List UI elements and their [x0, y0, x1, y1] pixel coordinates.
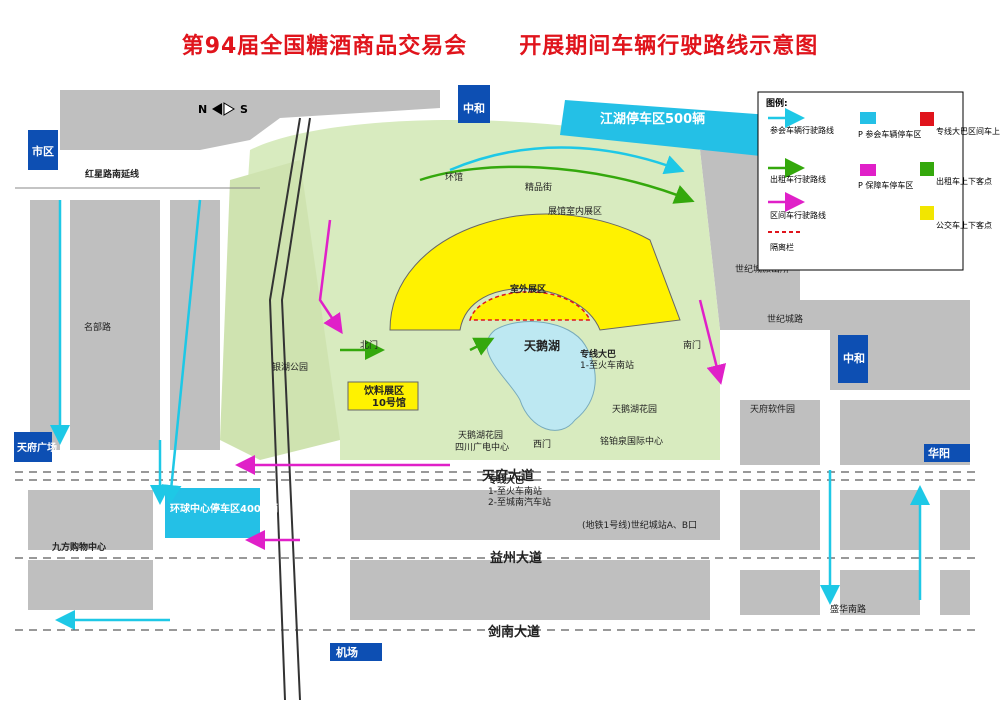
sign-shiqu-label: 市区	[32, 144, 54, 158]
sign-jichang	[330, 643, 382, 661]
label-jiannan: 剑南大道	[487, 624, 540, 640]
label-metro-shijicheng: (地铁1号线)世纪城站A、B口	[582, 519, 697, 531]
block-ci2	[840, 490, 920, 550]
hall-fan	[389, 213, 681, 331]
yinhu-park-area	[220, 160, 340, 460]
label-huanqiu-parking: 环球中心停车区4000辆	[170, 502, 278, 515]
block-ci	[740, 490, 820, 550]
sign-zhonghe-top	[458, 85, 490, 123]
title-sub: 开展期间车辆行驶路线示意图	[519, 34, 819, 59]
label-drink-hall-no: 10号馆	[372, 396, 406, 409]
label-jiufang: 九方购物中心	[51, 541, 106, 553]
label-express2-desc1: 1-至火车南站	[488, 485, 542, 497]
legend: 图例: 参会车辆行驶路线 P 参会车辆停车区 专线大巴区间车上下客点 出租车行驶…	[757, 91, 1000, 271]
legend-title: 图例:	[766, 97, 788, 109]
block-jiufang	[28, 560, 153, 610]
label-inner-hall: 展馆室内展区	[548, 205, 602, 217]
block-ci3	[740, 570, 820, 615]
sign-zhonghe-right-label: 中和	[843, 351, 865, 365]
label-tianehu-park1: 天鹅湖花园	[458, 429, 503, 441]
label-mingquan: 铭铂泉国际中心	[600, 435, 663, 447]
compass-s: S	[240, 103, 248, 116]
sign-tianfu-square	[14, 432, 52, 462]
sign-huayang-label: 华阳	[928, 446, 950, 460]
legend-item-taxi: 出租车行驶路线	[770, 174, 826, 184]
label-shiji-right: 世纪城路	[767, 313, 803, 325]
label-outer-hall: 室外展区	[510, 283, 546, 295]
label-drink-hall: 饮料展区	[363, 384, 404, 397]
sign-tianfu-square-label: 天府广场	[17, 441, 57, 454]
legend-item-parking: P 参会车辆停车区	[858, 129, 921, 139]
block-jinrong	[28, 490, 153, 550]
label-express1-desc: 1-至火车南站	[580, 359, 634, 371]
block-top-left	[60, 90, 440, 150]
roads	[15, 117, 980, 701]
label-express1-title: 专线大巴	[580, 348, 616, 360]
label-software: 天府软件园	[750, 403, 795, 415]
swan-lake	[486, 321, 596, 431]
block-residential	[70, 200, 160, 450]
label-tianehu-park2: 天鹅湖花园	[612, 403, 657, 415]
legend-item-bus: 公交车上下客点	[936, 220, 992, 230]
exhibition-halls	[389, 213, 681, 331]
sign-huayang	[924, 444, 970, 462]
block-xinxi	[940, 490, 970, 550]
label-yizhou: 益州大道	[490, 550, 542, 566]
label-tianfu-dadao: 天府大道	[482, 468, 534, 484]
compass-n: N	[198, 103, 207, 116]
block-tianfu-south	[350, 490, 720, 540]
label-hongxing: 红星路南延线	[85, 168, 139, 180]
label-jingpin: 精品街	[525, 181, 552, 193]
legend-item-taxi-stop: 出租车上下客点	[936, 176, 992, 186]
label-sichuan-gd: 四川广电中心	[455, 441, 509, 453]
compass: N S	[198, 102, 248, 116]
drink-hall	[347, 381, 419, 411]
label-jianghu-parking: 江湖停车区500辆	[600, 111, 705, 127]
block-left-strip	[30, 200, 60, 450]
outer-hall-area	[469, 291, 592, 321]
legend-item-shuttle: 区间车行驶路线	[770, 210, 826, 220]
compass-arrow-icon	[212, 103, 222, 115]
map-title: 第94届全国糖酒商品交易会 开展期间车辆行驶路线示意图	[0, 28, 1000, 60]
label-lake: 天鹅湖	[524, 338, 560, 353]
attendee-routes	[50, 146, 930, 630]
label-north-gate: 北门	[360, 339, 378, 351]
legend-item-barrier: 隔离栏	[770, 242, 794, 252]
sign-jichang-label: 机场	[336, 645, 358, 659]
direction-signs: 中和 市区 中和 天府广场 华阳 机场	[14, 85, 970, 661]
label-west-gate: 西门	[533, 438, 551, 450]
shuttle-routes	[235, 219, 727, 550]
legend-item-guarantee: P 保障车停车区	[858, 180, 913, 190]
block-software	[740, 400, 820, 465]
label-shenghua: 盛华南路	[830, 603, 866, 615]
sign-shiqu	[28, 130, 58, 170]
label-huan: 环馆	[445, 171, 463, 183]
label-south-gate: 南门	[683, 339, 701, 351]
label-yinhu-park: 银湖公园	[272, 361, 308, 373]
label-express2-title: 专线大巴	[488, 474, 524, 486]
sign-zhonghe-top-label: 中和	[463, 101, 485, 115]
block-shenghua	[840, 570, 920, 615]
compass-arrow-s-icon	[223, 102, 235, 116]
sign-zhonghe-right	[838, 335, 868, 383]
block-far-right	[940, 570, 970, 615]
label-express2-desc2: 2-至城南汽车站	[488, 496, 551, 508]
block-yizhou-south	[350, 560, 710, 620]
legend-item-attendee: 参会车辆行驶路线	[770, 125, 834, 135]
taxi-routes	[340, 165, 695, 360]
legend-item-express: 专线大巴区间车上下客点	[936, 126, 1000, 136]
title-main: 第94届全国糖酒商品交易会	[181, 34, 468, 59]
label-mingbu: 名部路	[84, 321, 111, 333]
